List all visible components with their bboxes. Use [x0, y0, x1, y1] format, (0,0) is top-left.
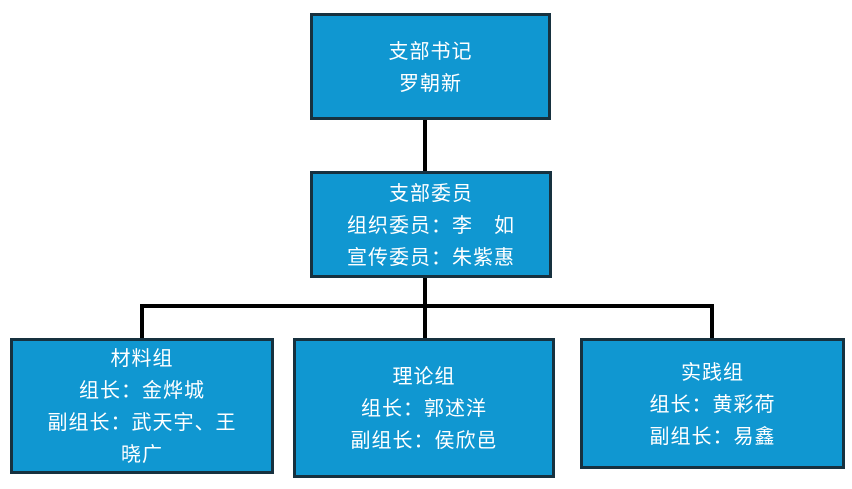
- text-line: 副组长：易鑫: [649, 423, 776, 448]
- text-line: 副组长：侯欣邑: [350, 428, 498, 452]
- text-line: 理论组: [392, 364, 456, 388]
- text-line: 副组长：武天宇、王: [47, 410, 237, 434]
- node-branch-secretary: 支部书记罗朝新: [310, 13, 551, 120]
- connector-committee-to-branch: [423, 278, 427, 338]
- text-line: 宣传委员：朱紫惠: [347, 244, 515, 269]
- connector-secretary-to-committee: [423, 120, 427, 171]
- text-line: 组织委员：李 如: [347, 212, 515, 237]
- text-line: 支部委员: [389, 180, 473, 205]
- text-line: 材料组: [110, 346, 174, 370]
- text-line: 支部书记: [388, 38, 473, 63]
- node-practice-group: 实践组组长：黄彩荷副组长：易鑫: [580, 338, 845, 469]
- connector-branch-horizontal: [140, 304, 714, 308]
- node-branch-committee: 支部委员组织委员：李 如宣传委员：朱紫惠: [310, 171, 552, 278]
- text-line: 组长：金烨城: [79, 378, 205, 402]
- text-line: 罗朝新: [399, 70, 462, 95]
- connector-drop-material-group: [140, 304, 144, 338]
- connector-drop-practice-group: [710, 304, 714, 338]
- node-material-group: 材料组组长：金烨城副组长：武天宇、王晓广: [10, 338, 274, 474]
- node-theory-group: 理论组组长：郭述洋副组长：侯欣邑: [293, 338, 555, 478]
- text-line: 实践组: [681, 359, 744, 384]
- text-line: 组长：黄彩荷: [649, 391, 776, 416]
- text-line: 晓广: [121, 442, 163, 466]
- text-line: 组长：郭述洋: [361, 396, 487, 420]
